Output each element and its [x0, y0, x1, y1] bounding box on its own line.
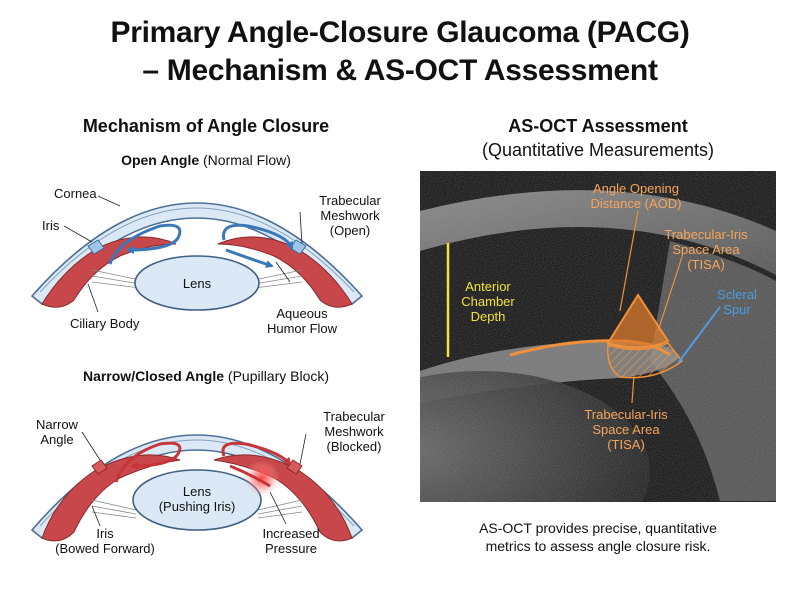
closed-angle-heading-rest: (Pupillary Block): [224, 368, 330, 384]
open-trabecular-left: [87, 239, 105, 255]
oct-label-aod-l1: Angle Opening: [592, 181, 679, 196]
open-angle-heading: Open Angle (Normal Flow): [40, 152, 372, 168]
closed-flow-arrow-right: [221, 441, 292, 466]
asoct-caption-l2: metrics to assess angle closure risk.: [485, 538, 711, 554]
asoct-section-title: AS-OCT Assessment: [508, 116, 688, 136]
label-trabecular-blocked-l1: Trabecular: [323, 409, 385, 424]
oct-speckle: [420, 171, 776, 502]
open-flow-arrow-left: [108, 223, 182, 265]
oct-label-tisa-bottom: Trabecular-Iris Space Area (TISA): [566, 407, 686, 452]
open-leader-lines: [63, 195, 303, 313]
closed-angle-heading: Narrow/Closed Angle (Pupillary Block): [40, 368, 372, 384]
open-angle-heading-rest: (Normal Flow): [199, 152, 291, 168]
asoct-caption: AS-OCT provides precise, quantitative me…: [420, 519, 776, 555]
label-increased-pressure: Increased Pressure: [246, 526, 336, 556]
oct-label-aod: Angle Opening Distance (AOD): [576, 181, 696, 211]
label-lens-open: Lens: [182, 276, 212, 291]
label-increased-pressure-l2: Pressure: [264, 541, 318, 556]
oct-label-acd-l2: Chamber: [461, 294, 515, 309]
oct-label-tisa-top-l1: Trabecular-Iris: [664, 227, 748, 242]
pressure-glow: [244, 460, 280, 496]
oct-label-scleral-spur: Scleral Spur: [702, 287, 772, 317]
open-flow-arrow-right-top: [222, 223, 294, 250]
oct-label-tisa-top-l2: Space Area: [672, 242, 740, 257]
label-iris: Iris: [42, 218, 60, 233]
label-narrow-angle-l1: Narrow: [36, 417, 78, 432]
main-title-line1: Primary Angle-Closure Glaucoma (PACG): [110, 16, 690, 49]
asoct-scan-graphic: [420, 171, 776, 502]
asoct-caption-l1: AS-OCT provides precise, quantitative: [479, 520, 717, 536]
open-iris-right: [217, 236, 353, 308]
open-lens: [134, 255, 260, 311]
label-trabecular-open-l3: (Open): [329, 223, 371, 238]
mechanism-section-title: Mechanism of Angle Closure: [82, 116, 330, 136]
closed-iris-right: [213, 454, 353, 542]
label-trabecular-blocked: Trabecular Meshwork (Blocked): [304, 409, 404, 454]
oct-scleral-spur-line: [677, 306, 721, 364]
oct-label-acd-l3: Depth: [470, 309, 506, 324]
oct-aod-leader: [619, 210, 639, 312]
label-aqueous-flow: Aqueous Humor Flow: [252, 306, 352, 336]
oct-label-tisa-bottom-l2: Space Area: [592, 422, 660, 437]
oct-label-scleral-spur-l1: Scleral: [717, 287, 757, 302]
label-lens-pushing-l2: (Pushing Iris): [158, 499, 236, 514]
oct-label-scleral-spur-l2: Spur: [723, 302, 751, 317]
open-zonules: [91, 269, 303, 289]
label-iris-bowed: Iris (Bowed Forward): [40, 526, 170, 556]
closed-angle-heading-bold: Narrow/Closed Angle: [82, 368, 225, 384]
main-title: Primary Angle-Closure Glaucoma (PACG) – …: [0, 14, 800, 90]
label-iris-bowed-l1: Iris: [96, 526, 114, 541]
open-flow-arrow-right-bottom: [225, 248, 274, 268]
closed-flow-arrow-right-lower: [229, 464, 271, 488]
label-lens-pushing: Lens (Pushing Iris): [140, 484, 254, 514]
label-aqueous-flow-l1: Aqueous: [276, 306, 328, 321]
open-angle-heading-bold: Open Angle: [121, 152, 200, 168]
asoct-image: Angle Opening Distance (AOD) Trabecular-…: [420, 171, 776, 502]
label-narrow-angle-l2: Angle: [40, 432, 74, 447]
label-trabecular-blocked-l2: Meshwork: [324, 424, 384, 439]
oct-tisa-top-leader: [657, 256, 683, 332]
label-trabecular-blocked-l3: (Blocked): [326, 439, 382, 454]
label-narrow-angle: Narrow Angle: [24, 417, 90, 447]
label-aqueous-flow-l2: Humor Flow: [266, 321, 338, 336]
oct-label-tisa-top-l3: (TISA): [687, 257, 725, 272]
oct-label-tisa-bottom-l3: (TISA): [607, 437, 645, 452]
closed-flow-arrow-left: [114, 441, 182, 483]
oct-label-tisa-top: Trabecular-Iris Space Area (TISA): [646, 227, 766, 272]
label-trabecular-open-l1: Trabecular: [319, 193, 381, 208]
oct-label-acd: Anterior Chamber Depth: [448, 279, 528, 324]
oct-label-acd-l1: Anterior: [465, 279, 511, 294]
label-trabecular-open: Trabecular Meshwork (Open): [300, 193, 400, 238]
oct-aod-region: [606, 293, 670, 349]
label-ciliary-body: Ciliary Body: [70, 316, 140, 331]
label-iris-bowed-l2: (Bowed Forward): [55, 541, 155, 556]
open-iris-left: [41, 236, 177, 308]
label-trabecular-open-l2: Meshwork: [320, 208, 380, 223]
closed-lens: [132, 469, 262, 531]
closed-trabecular-left: [91, 459, 108, 475]
label-increased-pressure-l1: Increased: [262, 526, 320, 541]
oct-tisa-bottom-leader: [631, 374, 635, 404]
closed-leader-lines: [81, 431, 307, 527]
oct-tisa-region: [607, 342, 684, 379]
asoct-section-subtitle: (Quantitative Measurements): [481, 140, 715, 160]
label-cornea: Cornea: [54, 186, 97, 201]
closed-zonules: [91, 499, 303, 519]
label-lens-pushing-l1: Lens: [182, 484, 212, 499]
main-title-line2: – Mechanism & AS-OCT Assessment: [142, 54, 658, 87]
oct-label-aod-l2: Distance (AOD): [590, 196, 682, 211]
open-cornea: [30, 202, 364, 306]
oct-label-tisa-bottom-l1: Trabecular-Iris: [584, 407, 668, 422]
